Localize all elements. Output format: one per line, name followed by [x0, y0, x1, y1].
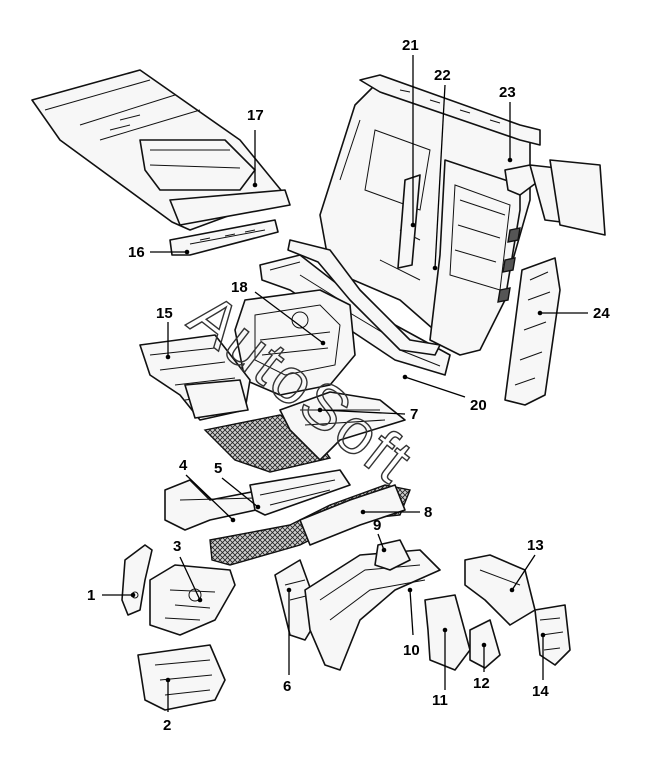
callout-13-label: 13: [527, 537, 544, 554]
callout-22-label: 22: [434, 67, 451, 84]
callout-11: 11: [432, 627, 448, 709]
floor-crossmember: [259, 239, 451, 376]
callout-3: 3: [173, 538, 203, 603]
callout-6: 6: [283, 587, 291, 695]
side-bulkhead: [429, 159, 521, 356]
callout-3-label: 3: [173, 538, 181, 555]
callout-1-label: 1: [87, 587, 95, 604]
callout-21: 21: [402, 37, 419, 228]
callout-1: 1: [87, 587, 136, 604]
callout-13: 13: [509, 537, 544, 593]
callout-20-label: 20: [470, 397, 487, 414]
callout-12: 12: [473, 642, 490, 692]
callout-14-label: 14: [532, 683, 549, 700]
callout-24: 24: [537, 305, 610, 322]
callout-24-label: 24: [593, 305, 610, 322]
callout-16-label: 16: [128, 244, 145, 261]
callout-18-label: 18: [231, 279, 248, 296]
callout-6-label: 6: [283, 678, 291, 695]
rear-pillar: [504, 257, 561, 406]
callout-20: 20: [402, 374, 487, 414]
callout-12-label: 12: [473, 675, 490, 692]
small-bracket-pieces: [164, 469, 351, 531]
callout-14: 14: [532, 632, 549, 700]
callout-9: 9: [373, 517, 387, 553]
side-bracket: [121, 544, 153, 616]
callout-17: 17: [247, 107, 264, 188]
callout-15-label: 15: [156, 305, 173, 322]
callout-7-label: 7: [410, 406, 418, 423]
callout-4-label: 4: [179, 457, 188, 474]
callout-5: 5: [214, 460, 261, 510]
rear-wheel-arch: [304, 549, 441, 671]
roof-panel: [31, 69, 291, 231]
rear-floor-panel: [234, 289, 356, 396]
callout-18: 18: [231, 279, 326, 346]
callout-8: 8: [360, 504, 432, 521]
callout-15: 15: [156, 305, 173, 360]
callout-8-label: 8: [424, 504, 432, 521]
callout-10: 10: [403, 587, 420, 659]
callout-23-label: 23: [499, 84, 516, 101]
callout-23: 23: [499, 84, 516, 163]
splash-guard: [424, 594, 501, 671]
callouts: 17 16 21 22 23 24 18 15 20 7 4 5 8 9 3 1…: [87, 37, 610, 734]
callout-10-label: 10: [403, 642, 420, 659]
callout-5-label: 5: [214, 460, 222, 477]
callout-11-label: 11: [432, 692, 448, 709]
window-glass: [504, 159, 606, 236]
rear-corner-panel: [464, 554, 571, 666]
floor-crossmember-lower: [209, 484, 411, 566]
callout-2-label: 2: [163, 717, 171, 734]
callout-4: 4: [179, 457, 236, 523]
callout-17-label: 17: [247, 107, 264, 124]
lower-step: [137, 644, 226, 711]
side-panel-frame: [319, 74, 541, 336]
callout-7: 7: [317, 406, 418, 423]
callout-2: 2: [163, 677, 171, 734]
step-panel: [149, 564, 236, 636]
floor-center-panel: [203, 391, 406, 473]
callout-22: 22: [432, 67, 451, 271]
callout-9-label: 9: [373, 517, 381, 534]
callout-16: 16: [128, 244, 190, 261]
callout-21-label: 21: [402, 37, 419, 54]
